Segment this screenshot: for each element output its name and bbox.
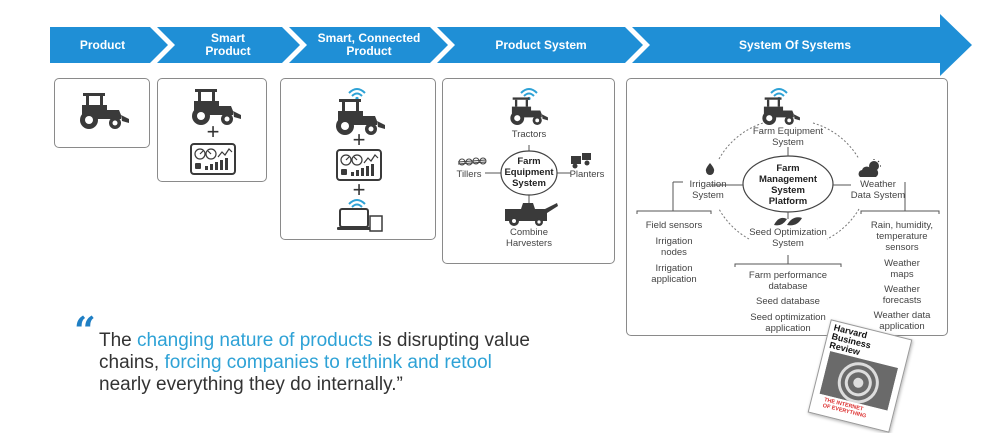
seed-leaves-icon: [774, 217, 802, 226]
quote-mark-icon: “: [74, 308, 96, 353]
stage-chevron-product: [50, 27, 168, 63]
label-farm-equipment-system: Farm Equipment System: [504, 156, 554, 189]
label-combine-harvesters: Combine Harvesters: [506, 227, 552, 249]
quote-highlight-1: changing nature of products: [137, 330, 373, 351]
list-item-seed: Farm performance database: [748, 270, 828, 292]
magazine-concentric-icon: [819, 351, 899, 411]
tractor-icon: [80, 93, 129, 129]
planter-icon: [571, 153, 591, 169]
panel-smart-product: +: [157, 78, 267, 182]
hbr-magazine-cover: Harvard Business Review THE INTERNET OF …: [807, 319, 913, 433]
stage-label-product-system: Product System: [495, 37, 587, 52]
list-item-seed: Seed optimization application: [750, 312, 826, 334]
label-weather-data-system: Weather Data System: [850, 179, 906, 201]
stage-chevron-smart-product: [157, 27, 300, 63]
quote-text: The changing nature of products is disru…: [99, 330, 639, 396]
stage-chevron-product-system: [437, 27, 643, 63]
panel-smart-connected-product: + +: [280, 78, 436, 240]
combine-harvester-icon: [505, 203, 558, 226]
quote-plain-3: chains,: [99, 352, 165, 373]
stage-label-smart-connected-product: Smart, Connected Product: [317, 31, 421, 58]
stage-label-product: Product: [79, 37, 126, 52]
list-item-weather: Weather forecasts: [882, 284, 922, 306]
dashboard-icon: [190, 143, 236, 175]
laptop-cloud-icon: [337, 208, 383, 232]
plus-icon: +: [352, 127, 366, 152]
list-item-seed: Seed database: [756, 296, 820, 307]
list-item-irrigation: Irrigation application: [651, 263, 697, 285]
tractor-icon: [762, 97, 800, 126]
stage-chevron-system-of-systems: [632, 14, 972, 76]
stage-label-smart-product: Smart Product: [205, 31, 251, 58]
stage-chevron-smart-connected: [289, 27, 448, 63]
list-item-irrigation: Irrigation nodes: [655, 236, 693, 258]
product-system-connectors: [485, 145, 571, 203]
panel-product: [54, 78, 150, 148]
label-tillers: Tillers: [456, 169, 482, 180]
label-seed-optimization-system: Seed Optimization System: [749, 227, 827, 249]
quote-highlight-2: forcing companies to rethink and retool: [164, 352, 492, 373]
plus-icon: +: [352, 177, 366, 202]
panel-product-system: Tractors Farm Equipment System Tillers P…: [442, 78, 615, 264]
plus-icon: +: [206, 119, 220, 144]
label-irrigation-system: Irrigation System: [689, 179, 727, 201]
panel-system-of-systems: Farm Equipment System Farm Management Sy…: [626, 78, 948, 336]
list-item-weather: Weather maps: [884, 258, 920, 280]
stage-arrow-band: [50, 14, 972, 76]
tiller-icon: [457, 157, 487, 166]
label-tractors: Tractors: [511, 129, 547, 140]
quote-plain-2: is disrupting value: [372, 330, 530, 351]
list-item-irrigation: Field sensors: [645, 220, 703, 231]
system-of-systems-connectors: [636, 122, 940, 267]
weather-cloud-sun-icon: [858, 159, 881, 177]
list-item-weather: Weather data application: [873, 310, 931, 332]
stage-label-system-of-systems: System Of Systems: [738, 37, 852, 52]
label-farm-management-platform: Farm Management System Platform: [758, 163, 818, 207]
label-farm-equipment-system: Farm Equipment System: [752, 126, 824, 148]
tractor-icon: [510, 97, 548, 126]
quote-line-2: chains, forcing companies to rethink and…: [99, 352, 639, 374]
list-item-weather: Rain, humidity, temperature sensors: [870, 220, 934, 253]
water-drop-icon: [705, 163, 715, 175]
quote-line-3: nearly everything they do internally.”: [99, 374, 403, 395]
quote-line-1: The changing nature of products is disru…: [99, 330, 639, 352]
quote-plain-1: The: [99, 330, 138, 351]
label-planters: Planters: [569, 169, 605, 180]
